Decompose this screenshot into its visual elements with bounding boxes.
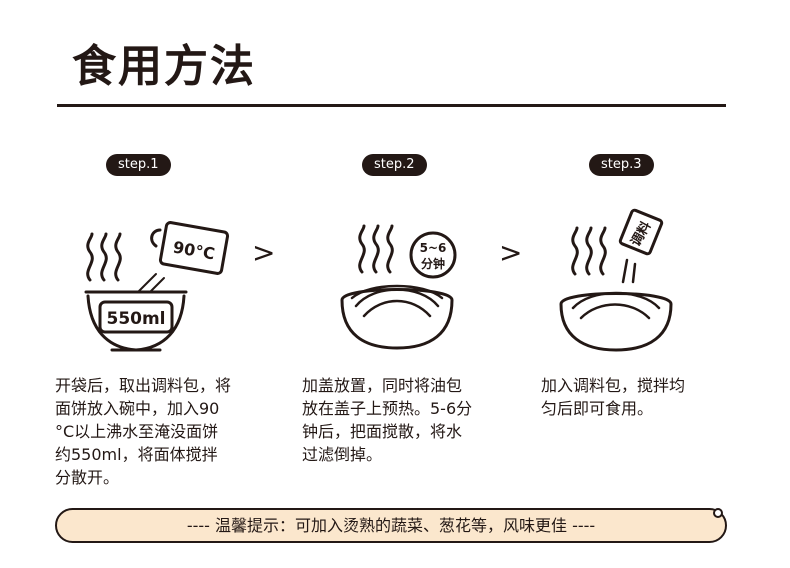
step-2-line: 过滤倒掉。: [302, 445, 383, 464]
bowl-kettle-illustration: 550ml 90°C: [84, 221, 230, 352]
timer-top-label: 5~6: [420, 241, 447, 255]
tip-banner: ---- 温馨提示：可加入烫熟的蔬菜、葱花等，风味更佳 ----: [55, 508, 727, 543]
step-1-line: 开袋后，取出调料包，将: [55, 376, 232, 395]
pan-timer-illustration: 5~6 分钟: [340, 224, 457, 350]
bowl-label: 550ml: [106, 309, 165, 329]
timer-bottom-label: 分钟: [421, 256, 445, 271]
step-3-badge: step.3: [589, 154, 654, 176]
step-3-description: 加入调料包，搅拌均 匀后即可食用。: [541, 374, 685, 420]
step-2-line: 钟后，把面搅散，将水: [302, 422, 463, 441]
step-2-description: 加盖放置，同时将油包 放在盖子上预热。5-6分 钟后，把面搅散，将水 过滤倒掉。: [302, 374, 472, 466]
step-1-description: 开袋后，取出调料包，将 面饼放入碗中，加入90 °C以上沸水至淹没面饼 约550…: [55, 374, 231, 489]
step-2-badge: step.2: [362, 154, 427, 176]
step-1-line: 分散开。: [55, 468, 120, 487]
step-1-badge: step.1: [106, 154, 171, 176]
pan-seasoning-illustration: 调料: [559, 208, 673, 352]
packet-label: 调料: [628, 219, 655, 250]
step-3-line: 加入调料包，搅拌均: [541, 376, 686, 395]
step-1-line: °C以上沸水至淹没面饼: [55, 422, 219, 441]
step-1-line: 面饼放入碗中，加入90: [55, 399, 220, 418]
kettle-temp-label: 90°C: [172, 237, 217, 263]
step-2-line: 加盖放置，同时将油包: [302, 376, 463, 395]
step-2-line: 放在盖子上预热。5-6分: [302, 399, 473, 418]
step-3-line: 匀后即可食用。: [541, 399, 654, 418]
page-title: 食用方法: [72, 41, 256, 92]
step-1-line: 约550ml，将面体搅拌: [55, 445, 218, 464]
step-arrow-1: >: [252, 236, 276, 269]
step-arrow-2: >: [499, 236, 523, 269]
title-divider: [57, 104, 726, 107]
tip-text: ---- 温馨提示：可加入烫熟的蔬菜、葱花等，风味更佳 ----: [186, 516, 596, 535]
scroll-end-dot: [713, 508, 723, 518]
